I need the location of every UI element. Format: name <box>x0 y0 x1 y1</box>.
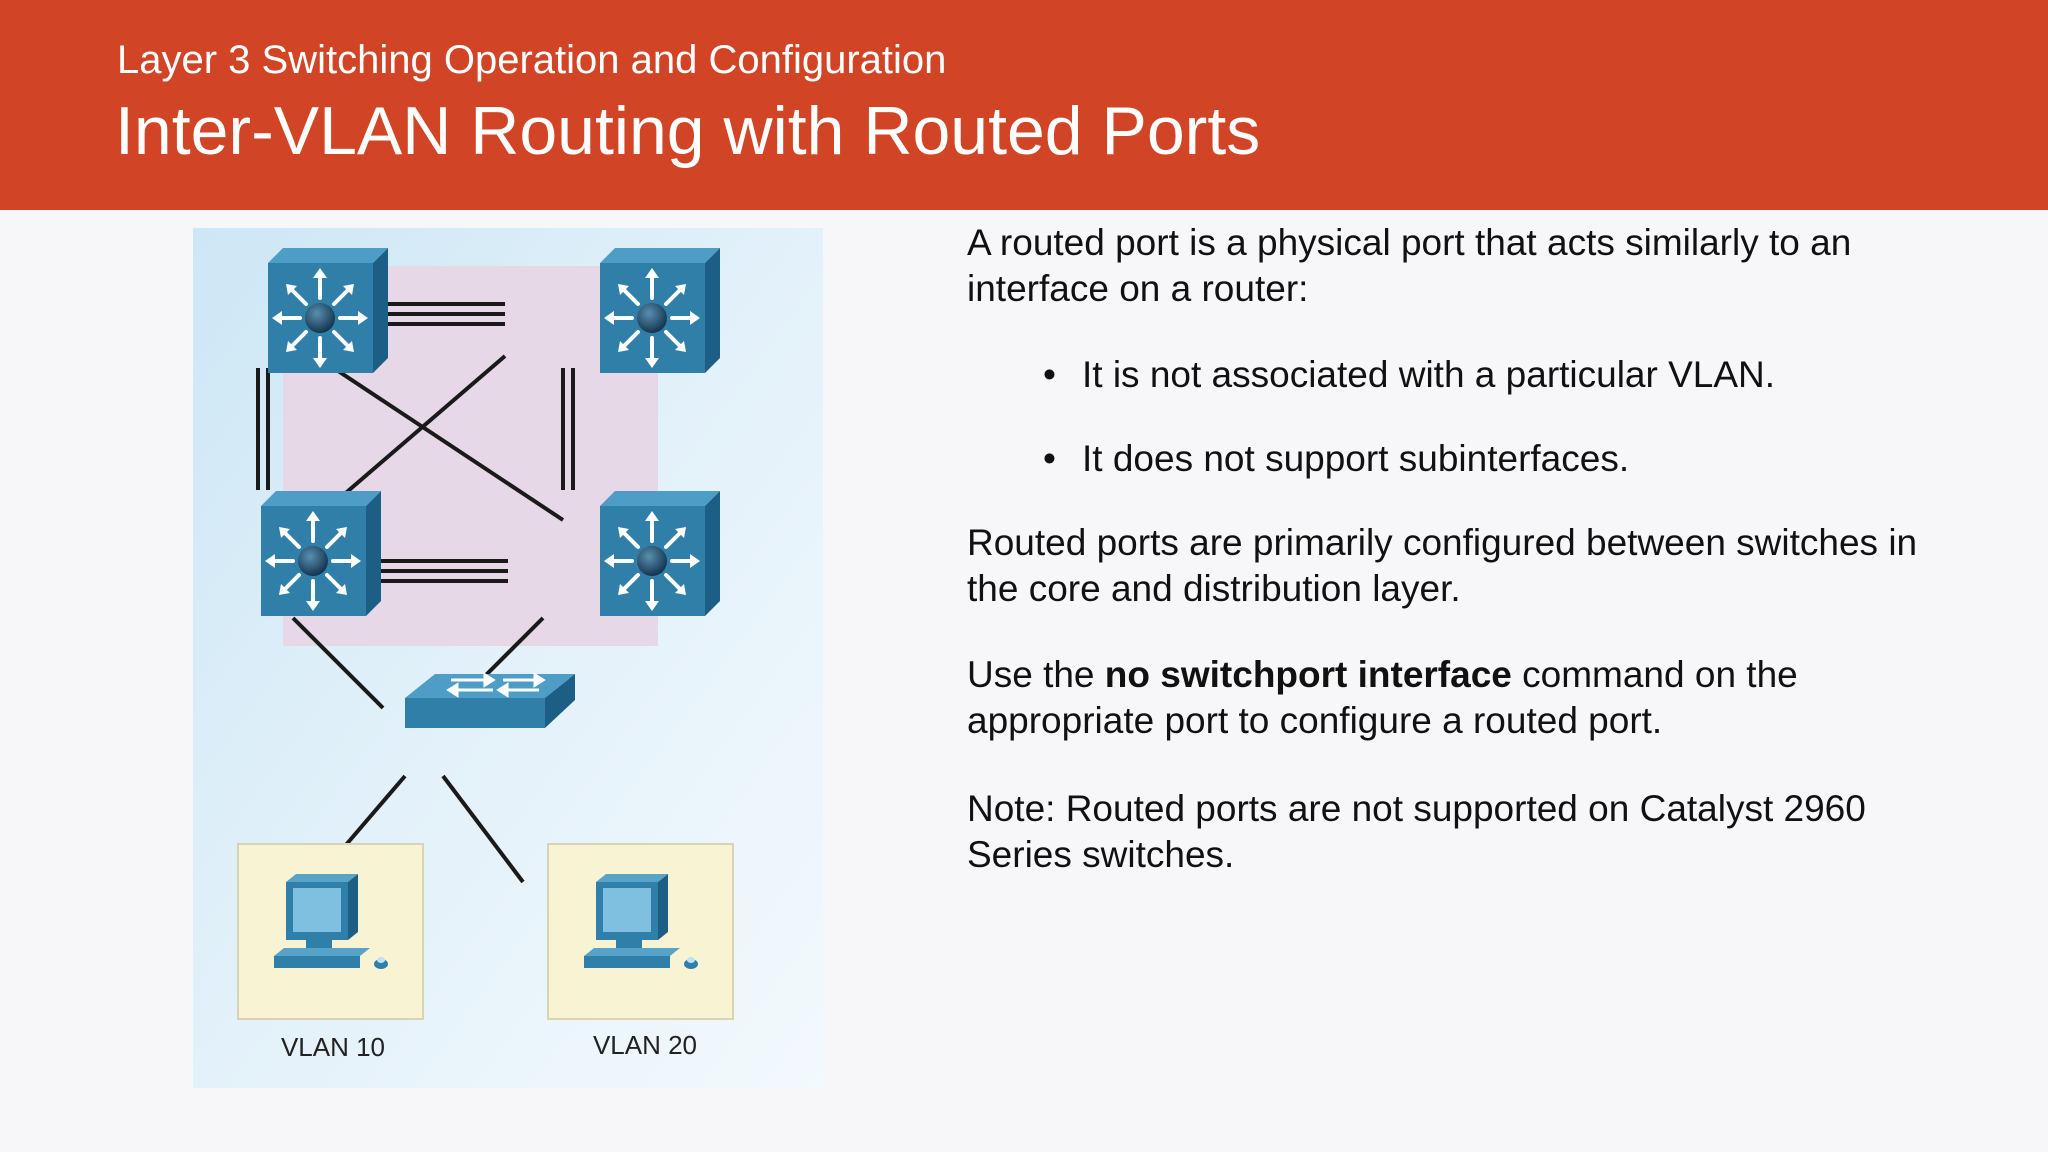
vlan-20-label: VLAN 20 <box>593 1030 697 1060</box>
network-diagram: VLAN 10 VLAN 20 <box>193 228 823 1088</box>
note-paragraph: Note: Routed ports are not supported on … <box>967 788 1866 875</box>
intro-paragraph: A routed port is a physical port that ac… <box>967 222 1852 309</box>
command-text-after: command on the appropriate port to confi… <box>967 654 1798 741</box>
vlan10-pc-icon <box>237 843 424 1020</box>
bullet-item: • It does not support subinterfaces. <box>1043 436 1967 482</box>
command-paragraph: Use the no switchport interface command … <box>967 652 1967 744</box>
core-distribution-paragraph: Routed ports are primarily configured be… <box>967 522 1918 609</box>
slide-title: Inter-VLAN Routing with Routed Ports <box>115 93 1261 169</box>
vlan20-pc-icon <box>547 843 734 1020</box>
distribution-switch-left-icon <box>259 489 383 618</box>
slide-header: Layer 3 Switching Operation and Configur… <box>0 0 2048 210</box>
core-switch-right-icon <box>598 246 722 375</box>
bullet-dot-icon: • <box>1043 438 1056 479</box>
command-text-before: Use the <box>967 654 1105 695</box>
access-switch-icon <box>405 672 575 728</box>
slide-body: A routed port is a physical port that ac… <box>967 220 1967 878</box>
bullet-dot-icon: • <box>1043 354 1056 395</box>
bullet-text: It does not support subinterfaces. <box>1082 438 1630 479</box>
vlan-10-label: VLAN 10 <box>281 1032 385 1062</box>
command-name: no switchport interface <box>1104 654 1512 695</box>
bullet-list: • It is not associated with a particular … <box>967 352 1967 482</box>
bullet-item: • It is not associated with a particular … <box>1043 352 1967 398</box>
distribution-switch-right-icon <box>598 489 722 618</box>
slide-subtitle: Layer 3 Switching Operation and Configur… <box>117 38 947 82</box>
bullet-text: It is not associated with a particular V… <box>1082 354 1776 395</box>
core-switch-left-icon <box>266 246 390 375</box>
